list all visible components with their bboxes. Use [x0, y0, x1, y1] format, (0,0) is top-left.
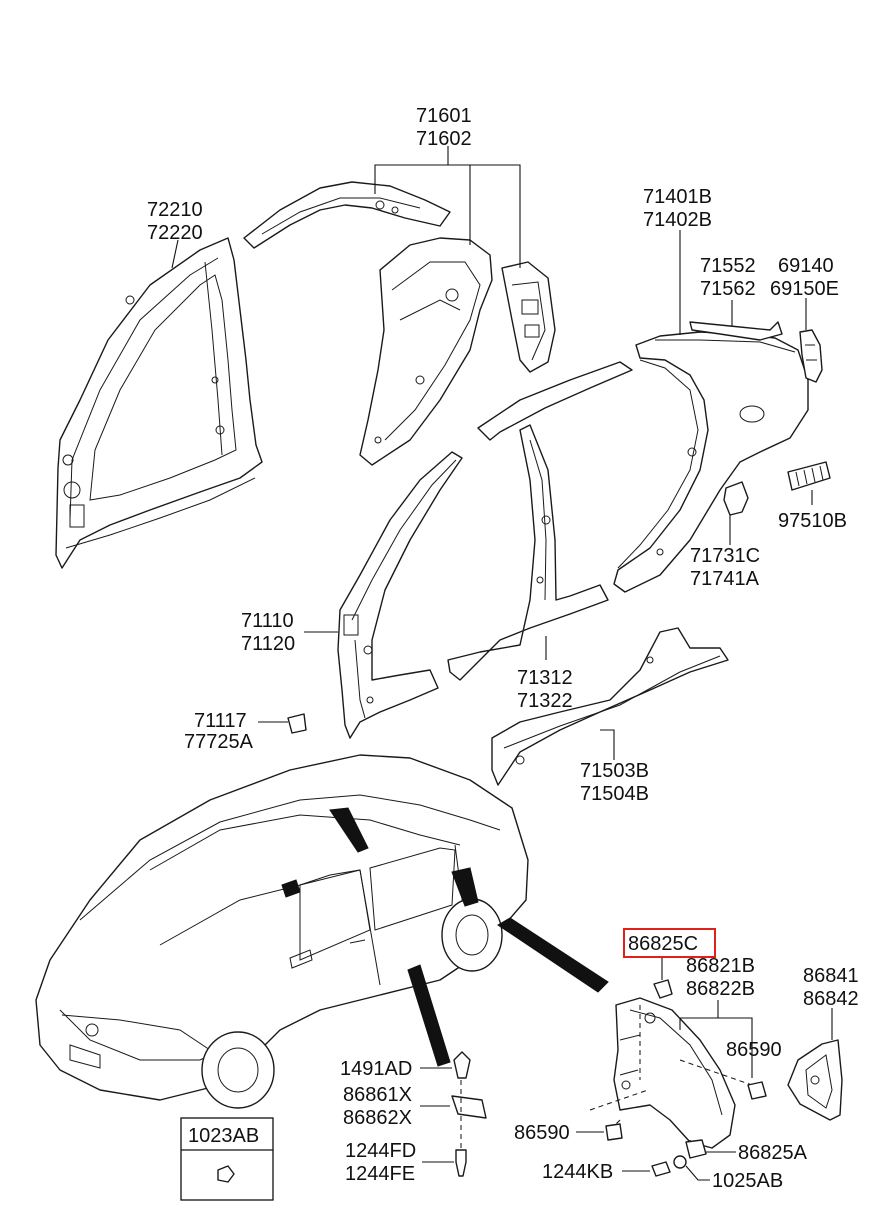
label-1244FD[interactable]: 1244FD	[345, 1140, 416, 1162]
part-72210-body-side-outer[interactable]	[55, 237, 263, 569]
car-overview-illustration	[35, 754, 529, 1109]
label-71322[interactable]: 71322	[517, 690, 573, 712]
highlight-box-86825C	[623, 928, 716, 958]
label-71741A[interactable]: 71741A	[690, 568, 760, 590]
part-71117-patch[interactable]	[287, 713, 307, 734]
label-71401B[interactable]: 71401B	[643, 186, 712, 208]
label-71402B[interactable]: 71402B	[643, 209, 712, 231]
label-86861X[interactable]: 86861X	[343, 1084, 412, 1106]
label-1244KB[interactable]: 1244KB	[542, 1161, 613, 1183]
part-71503B-side-sill[interactable]	[491, 627, 729, 786]
part-86841-mud-guard[interactable]	[787, 1039, 843, 1121]
label-1491AD[interactable]: 1491AD	[340, 1058, 412, 1080]
label-71562[interactable]: 71562	[700, 278, 756, 300]
label-86841[interactable]: 86841	[803, 965, 859, 987]
label-1244FE[interactable]: 1244FE	[345, 1163, 415, 1185]
label-72220[interactable]: 72220	[147, 222, 203, 244]
label-86822B[interactable]: 86822B	[686, 978, 755, 1000]
label-71731C[interactable]: 71731C	[690, 545, 760, 567]
label-86825A[interactable]: 86825A	[738, 1142, 808, 1164]
pointer-arrow-window	[281, 879, 301, 898]
label-86590-right[interactable]: 86590	[726, 1039, 782, 1061]
label-86590-left[interactable]: 86590	[514, 1122, 570, 1144]
part-71110-front-pillar[interactable]	[337, 451, 463, 739]
part-1023AB-nut[interactable]	[217, 1165, 235, 1183]
pointer-arrow-sill	[407, 964, 451, 1067]
part-71401B-quarter-panel[interactable]	[613, 331, 809, 593]
part-1491AD-clip[interactable]	[453, 1051, 471, 1079]
leader-86821B-bracket	[679, 1017, 753, 1078]
part-1244FD-screw[interactable]	[455, 1149, 467, 1177]
label-86862X[interactable]: 86862X	[343, 1107, 412, 1129]
legend-box-1023AB: 1023AB	[180, 1117, 274, 1201]
part-71731C-bracket[interactable]	[723, 481, 749, 516]
leader-72210	[171, 239, 179, 269]
label-97510B[interactable]: 97510B	[778, 510, 847, 532]
label-69150E[interactable]: 69150E	[770, 278, 839, 300]
label-72210[interactable]: 72210	[147, 199, 203, 221]
label-77725A[interactable]: 77725A	[184, 731, 254, 753]
part-71601-roof-rail-inner[interactable]	[243, 181, 556, 466]
part-1025AB-washer[interactable]	[673, 1155, 687, 1169]
pointer-arrow-roof	[329, 807, 369, 853]
part-71312-center-pillar[interactable]	[447, 361, 633, 681]
label-71312[interactable]: 71312	[517, 667, 573, 689]
label-71601[interactable]: 71601	[416, 105, 472, 127]
part-86590-clip-left[interactable]	[605, 1123, 623, 1141]
label-71602[interactable]: 71602	[416, 128, 472, 150]
dashed-guide-2	[589, 1089, 649, 1111]
dashed-guide-3	[679, 1059, 753, 1086]
leader-71503B	[600, 729, 615, 760]
pointer-arrow-wheelguard	[497, 917, 609, 993]
label-71120[interactable]: 71120	[241, 633, 295, 655]
label-86821B[interactable]: 86821B	[686, 955, 755, 977]
label-71117[interactable]: 71117	[194, 710, 247, 732]
label-86842[interactable]: 86842	[803, 988, 859, 1010]
part-1244KB-screw[interactable]	[651, 1161, 671, 1177]
label-71504B[interactable]: 71504B	[580, 783, 649, 805]
label-71110[interactable]: 71110	[241, 610, 294, 632]
label-1025AB[interactable]: 1025AB	[712, 1170, 783, 1192]
part-86825A-nut[interactable]	[685, 1139, 707, 1159]
label-1023AB[interactable]: 1023AB	[188, 1125, 259, 1147]
part-71552-roof-strip[interactable]	[689, 321, 783, 341]
label-71503B[interactable]: 71503B	[580, 760, 649, 782]
label-69140[interactable]: 69140	[778, 255, 834, 277]
part-97510B-vent-grille[interactable]	[787, 461, 831, 491]
leader-1025AB	[685, 1165, 710, 1181]
label-71552[interactable]: 71552	[700, 255, 756, 277]
part-86825C-nut[interactable]	[653, 979, 673, 999]
pointer-arrow-quarter	[451, 867, 479, 907]
part-86590-clip-right[interactable]	[747, 1081, 767, 1100]
part-86861X-bracket[interactable]	[451, 1095, 487, 1119]
part-69140-bracket[interactable]	[799, 329, 823, 383]
part-86821B-wheel-guard[interactable]	[613, 997, 736, 1149]
label-86825C[interactable]: 86825C	[628, 933, 698, 955]
